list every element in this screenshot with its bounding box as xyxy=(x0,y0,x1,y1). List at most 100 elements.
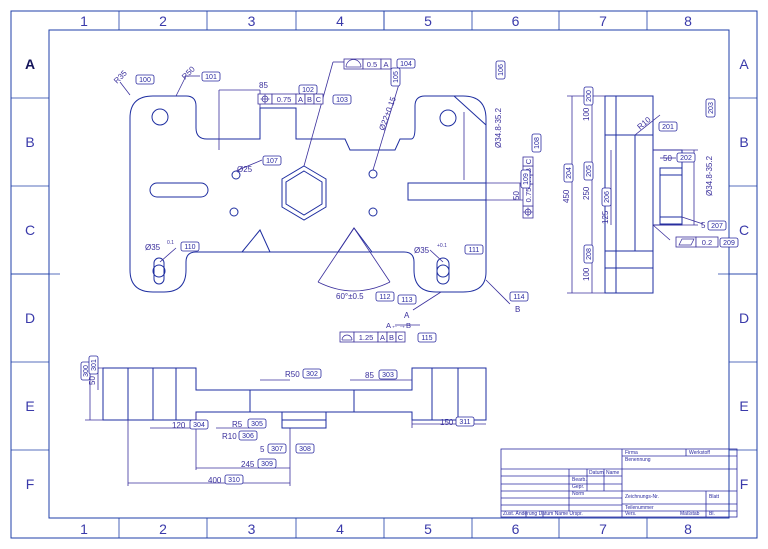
zone-row-right-D: D xyxy=(739,310,749,326)
zone-col-bottom-2: 2 xyxy=(159,521,167,537)
svg-text:207: 207 xyxy=(711,223,723,230)
zone-col-bottom-4: 4 xyxy=(336,521,344,537)
balloon-110: 110 xyxy=(180,241,200,252)
dim-dia25: Ø25 xyxy=(237,165,253,174)
zone-row-right-B: B xyxy=(739,134,748,150)
datum-a-label: A xyxy=(404,311,410,320)
dim-top-5: 5 xyxy=(260,445,265,454)
balloon-311: 311 xyxy=(455,416,475,427)
balloon-111: 111 xyxy=(464,244,484,255)
svg-text:111: 111 xyxy=(469,247,480,254)
balloon-303: 303 xyxy=(378,369,398,380)
balloon-304: 304 xyxy=(189,419,209,430)
dim-top-245: 245 xyxy=(241,460,255,469)
svg-text:109: 109 xyxy=(523,173,530,185)
dim-side-250: 250 xyxy=(582,186,591,200)
datum-b-label: B xyxy=(515,305,520,314)
balloon-105: 105 xyxy=(390,67,401,87)
tb-drawn: Bearb. xyxy=(572,477,587,483)
svg-text:308: 308 xyxy=(299,446,311,453)
balloon-207: 207 xyxy=(707,220,727,231)
dim-dia35-left: Ø35 xyxy=(145,243,161,252)
dim-top-400: 400 xyxy=(208,476,222,485)
balloon-114: 114 xyxy=(509,291,529,302)
tb-sheets: Bl. xyxy=(709,511,715,517)
dim-dia348: Ø34.8-35.2 xyxy=(494,107,503,148)
svg-text:301: 301 xyxy=(91,359,98,371)
svg-text:110: 110 xyxy=(184,244,195,251)
zone-row-right-E: E xyxy=(739,398,748,414)
zone-col-top-4: 4 xyxy=(336,13,344,29)
tb-date-label: Datum xyxy=(589,470,604,476)
tb-name-label: Name xyxy=(606,470,620,476)
front-view xyxy=(129,95,487,293)
svg-text:203: 203 xyxy=(708,102,715,114)
zone-col-bottom-7: 7 xyxy=(599,521,607,537)
between-a-b: A←→B xyxy=(386,321,411,330)
fcf-flatness-02: 0.2 xyxy=(675,236,719,248)
zone-row-left-B: B xyxy=(25,134,34,150)
svg-text:A: A xyxy=(383,60,388,69)
dim-side-450: 450 xyxy=(562,189,571,203)
balloon-104: 104 xyxy=(396,58,416,69)
svg-text:C: C xyxy=(524,158,533,164)
zone-row-left-C: C xyxy=(25,222,35,238)
balloon-109: 109 xyxy=(520,169,531,189)
zone-col-top-6: 6 xyxy=(512,13,520,29)
svg-text:C: C xyxy=(316,95,322,104)
dim-angle-60: 60°±0.5 xyxy=(336,292,364,301)
svg-text:1.25: 1.25 xyxy=(359,333,374,342)
title-block xyxy=(500,448,738,518)
svg-text:305: 305 xyxy=(251,421,263,428)
svg-text:309: 309 xyxy=(261,461,273,468)
svg-text:208: 208 xyxy=(586,248,593,260)
svg-text:200: 200 xyxy=(586,90,593,102)
balloon-205: 205 xyxy=(583,161,594,181)
svg-text:114: 114 xyxy=(513,294,524,301)
dim-top-120: 120 xyxy=(172,421,186,430)
tb-sheet: Blatt xyxy=(709,494,720,500)
zone-col-top-5: 5 xyxy=(424,13,432,29)
svg-text:306: 306 xyxy=(242,433,254,440)
zone-col-top-1: 1 xyxy=(80,13,88,29)
svg-text:B: B xyxy=(389,333,394,342)
dim-85: 85 xyxy=(259,81,268,90)
svg-text:307: 307 xyxy=(271,446,283,453)
balloon-202: 202 xyxy=(676,152,696,163)
svg-text:201: 201 xyxy=(662,124,674,131)
hexagon-socket xyxy=(281,165,327,221)
svg-text:C: C xyxy=(398,333,404,342)
tb-revision-row: Zust. Änderung Datum Name Urspr. xyxy=(503,510,583,517)
balloon-209: 209 xyxy=(719,237,739,248)
tb-version: Vers. xyxy=(625,511,636,517)
dim-side-100-top: 100 xyxy=(582,107,591,121)
tb-norm: Norm xyxy=(572,491,584,497)
tb-firm: Firma xyxy=(625,450,638,456)
balloon-204: 204 xyxy=(563,163,574,183)
tb-part-no: Teilenummer xyxy=(625,505,654,511)
tb-material: Werkstoff xyxy=(689,450,711,456)
zone-col-bottom-5: 5 xyxy=(424,521,432,537)
svg-text:206: 206 xyxy=(604,191,611,203)
svg-text:112: 112 xyxy=(379,294,390,301)
balloon-112: 112 xyxy=(375,291,395,302)
balloon-310: 310 xyxy=(224,474,244,485)
balloon-208: 208 xyxy=(583,244,594,264)
zone-col-top-8: 8 xyxy=(684,13,692,29)
dim-dia35-left-tol: 0.1 xyxy=(167,240,174,246)
svg-text:A: A xyxy=(298,95,303,104)
dim-top-50: 50 xyxy=(88,376,97,385)
dim-side-100-bottom: 100 xyxy=(582,267,591,281)
tb-checked: Gepr. xyxy=(572,484,584,490)
dim-top-150: 150 xyxy=(440,418,454,427)
svg-text:A: A xyxy=(380,333,385,342)
balloon-102: 102 xyxy=(298,84,318,95)
balloon-302: 302 xyxy=(302,368,322,379)
zone-col-top-7: 7 xyxy=(599,13,607,29)
svg-text:0.2: 0.2 xyxy=(702,238,712,247)
balloon-115: 115 xyxy=(417,332,437,343)
